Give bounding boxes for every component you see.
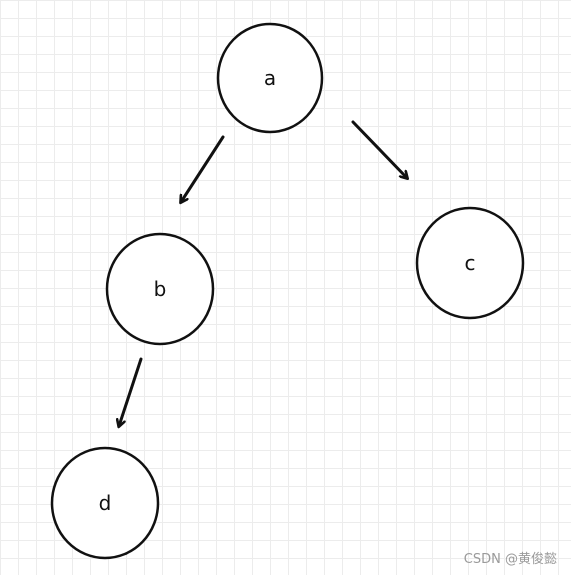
node-b-circle	[105, 232, 215, 346]
node-a-circle	[216, 22, 324, 134]
edge-a-b	[181, 135, 225, 202]
watermark-text: CSDN @黄俊懿	[463, 552, 557, 567]
node-c-circle	[415, 206, 525, 320]
edge-b-d	[119, 357, 143, 426]
edge-a-c	[351, 120, 407, 178]
node-a: a	[216, 22, 324, 134]
node-b-label: b	[154, 277, 167, 301]
node-d-circle	[50, 446, 160, 560]
node-a-label: a	[264, 66, 276, 90]
node-c-label: c	[465, 251, 476, 275]
node-d: d	[50, 446, 160, 560]
node-b: b	[105, 232, 215, 346]
node-d-label: d	[99, 491, 112, 515]
node-c: c	[415, 206, 525, 320]
